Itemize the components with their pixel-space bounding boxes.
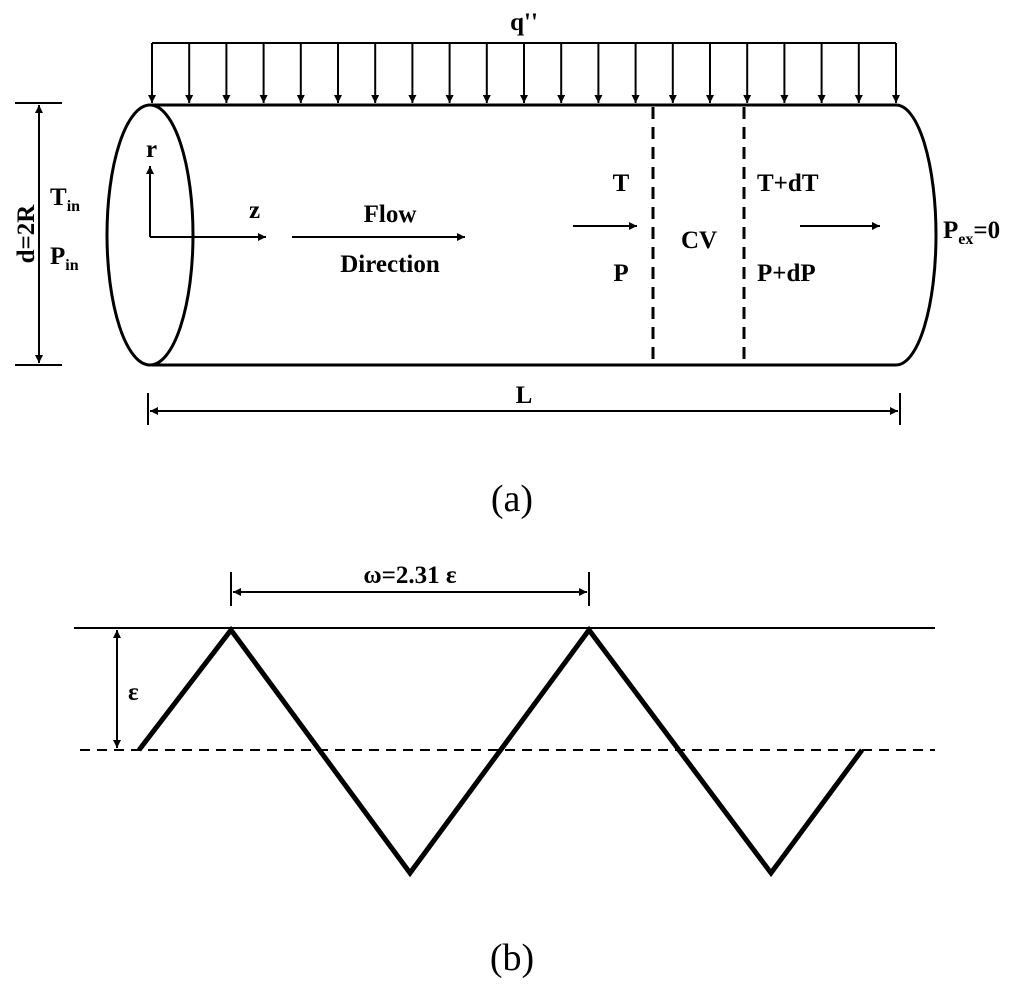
- inlet-pressure-label: Pin: [50, 243, 79, 274]
- cv-in-temperature: T: [613, 170, 630, 197]
- cv-in-pressure: P: [613, 260, 628, 287]
- r-axis-label: r: [146, 136, 157, 163]
- flow-direction-line2: Direction: [340, 251, 440, 278]
- figure-a: q'' d=2R Tin Pin r z Flow: [13, 9, 1000, 520]
- outlet-pressure-label: Pex=0: [943, 217, 1000, 248]
- pitch-label: ω=2.31 ε: [363, 562, 457, 589]
- figure-b-caption: (b): [490, 937, 534, 979]
- heat-flux-arrows: q'': [148, 9, 900, 103]
- cv-out-temperature: T+dT: [757, 170, 819, 197]
- tube-inlet-ellipse: [105, 103, 195, 367]
- tube: [105, 103, 938, 367]
- triangular-roughness-profile: [137, 625, 865, 878]
- flow-direction-line1: Flow: [364, 201, 417, 228]
- roughness-height-dimension: ε: [113, 630, 139, 748]
- coordinate-axes: r z: [146, 136, 266, 241]
- control-volume: CV T P T+dT P+dP: [573, 107, 880, 363]
- heat-flux-arrow-group: [148, 43, 900, 103]
- figure-b: ω=2.31 ε ε (b): [74, 562, 935, 979]
- heat-flux-label: q'': [510, 9, 538, 36]
- tube-outlet-arc: [895, 103, 938, 367]
- pitch-dimension: ω=2.31 ε: [230, 562, 590, 606]
- figure-a-caption: (a): [491, 478, 533, 520]
- length-dimension: L: [147, 382, 901, 425]
- length-label: L: [516, 382, 533, 409]
- flow-direction: Flow Direction: [292, 201, 465, 278]
- z-axis-label: z: [249, 197, 260, 224]
- cv-label: CV: [681, 227, 717, 254]
- diameter-dimension: d=2R: [13, 102, 62, 366]
- cv-out-pressure: P+dP: [757, 260, 816, 287]
- roughness-height-label: ε: [128, 679, 139, 706]
- diameter-label: d=2R: [13, 204, 40, 264]
- inlet-temperature-label: Tin: [50, 184, 80, 215]
